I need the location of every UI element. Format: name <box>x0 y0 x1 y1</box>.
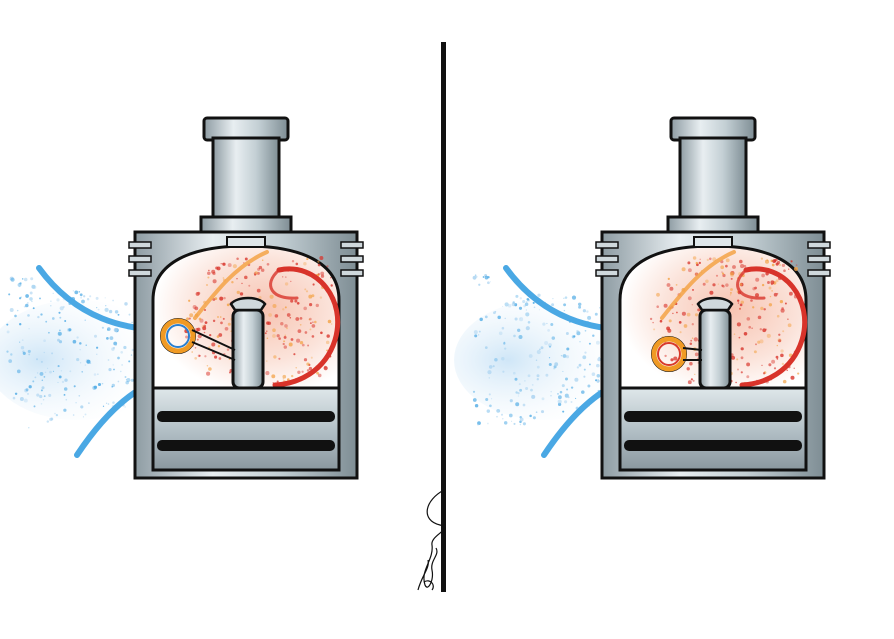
cooling-fin <box>595 269 619 277</box>
valve-ring-inner <box>166 324 190 348</box>
injector-post <box>231 308 265 390</box>
injector-tip <box>229 296 267 312</box>
cooling-fin <box>807 255 831 263</box>
hot-flow-orange <box>660 250 736 320</box>
piston <box>151 386 341 472</box>
cooling-fin <box>807 241 831 249</box>
piston-ring <box>157 411 335 422</box>
engine-diagram-right <box>454 116 831 480</box>
panel-divider <box>441 42 446 592</box>
cooling-fin <box>340 269 364 277</box>
hot-swirl-red <box>739 266 808 388</box>
pipe-neck <box>211 136 281 222</box>
hot-swirl-red <box>272 266 341 388</box>
injector-tip <box>696 296 734 312</box>
cooling-fin <box>128 269 152 277</box>
injector-post <box>698 308 732 390</box>
piston <box>618 386 808 472</box>
chamber-port <box>693 236 733 248</box>
piston-ring <box>157 440 335 451</box>
engine-diagram-left <box>0 116 364 480</box>
cold-air-mist <box>454 274 634 426</box>
chamber-port <box>226 236 266 248</box>
piston-ring <box>624 411 802 422</box>
cooling-fin <box>595 255 619 263</box>
pipe-neck <box>678 136 748 222</box>
cooling-fin <box>128 255 152 263</box>
cooling-fin <box>595 241 619 249</box>
hot-flow-orange <box>193 250 269 320</box>
cooling-fin <box>340 255 364 263</box>
valve-linkage <box>682 347 703 351</box>
valve-ring <box>651 336 687 372</box>
cooling-fin <box>128 241 152 249</box>
hot-swirl-inner <box>269 268 299 300</box>
valve-ring <box>160 318 196 354</box>
cooling-fin <box>807 269 831 277</box>
valve-linkage <box>191 341 236 361</box>
valve-ring-inner <box>657 342 681 366</box>
piston-ring <box>624 440 802 451</box>
artist-signature <box>417 489 446 591</box>
cooling-fin <box>340 241 364 249</box>
valve-linkage <box>191 329 236 351</box>
hot-swirl-inner <box>736 268 766 300</box>
